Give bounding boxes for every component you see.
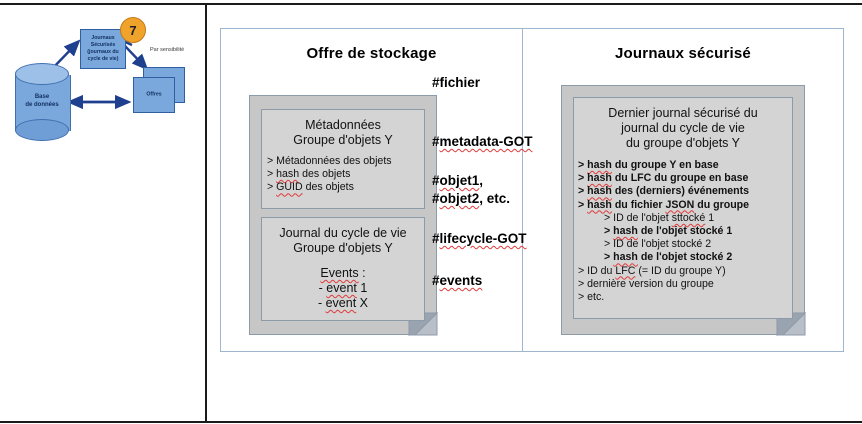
tag-metadata-got: #metadata-GOT [432,134,533,149]
event-item-0: - event 1 [318,281,368,295]
page-vertical-divider [205,3,207,422]
main-diagram-frame: Offre de stockage Journaux sécurisé Méta… [220,28,844,352]
events-label: Events : [320,266,366,280]
secure-title-line2: journal du cycle de vie [621,121,745,135]
metadata-bullet-0: > Métadonnées des objets [267,155,392,167]
step-badge-7: 7 [120,17,146,43]
secure-bullet-4: > ID de l'objet sttocké 1 [604,211,715,224]
secure-logs-label: Journaux Sécurisés (journaux du cycle de… [87,35,119,62]
metadata-title-line1: Métadonnées [305,118,381,132]
metadata-bullet-1: > hash des objets [267,168,351,181]
offers-box-front: Offres [133,77,175,113]
event-item-1: - event X [317,296,369,310]
tag-lifecycle-got: #lifecycle-GOT [432,231,527,246]
metadata-title-line2: Groupe d'objets Y [293,133,393,147]
secure-bullet-7: > hash de l'objet stocké 2 [604,251,733,264]
lifecycle-title-line1: Journal du cycle de vie [279,226,407,240]
column-divider [522,29,523,351]
thumbnail-overview-panel: Base de données Journaux Sécurisés (jour… [0,5,205,421]
metadata-bullet-2: > GUID des objets [267,181,354,194]
secure-title-line3: du groupe d'objets Y [625,136,741,150]
secure-title-line1: Dernier journal sécurisé du [608,106,758,120]
secure-bullet-10: > etc. [578,291,605,304]
badge-caption: Par sensibilité [150,47,185,53]
tag-fichier: #fichier [432,75,481,90]
secure-bullet-6: > ID de l'objet stocké 2 [604,238,712,251]
lifecycle-box: Journal du cycle de vie Groupe d'objets … [261,217,425,321]
tag-objet1: #objet1, [432,173,484,188]
page-bottom-rule [0,421,862,423]
offers-label: Offres [146,91,162,98]
cylinder-top-ellipse [15,63,69,85]
secure-bullet-2: > hash des (derniers) événements [578,185,750,198]
secure-bullet-5: > hash de l'objet stocké 1 [604,225,733,238]
page-top-rule [0,3,862,5]
secure-bullet-1: > hash du LFC du groupe en base [578,172,749,185]
secure-bullet-3: > hash du fichier JSON du groupe [578,198,750,211]
left-column-title: Offre de stockage [306,45,437,62]
secure-bullet-8: > ID du LFC (= ID du groupe Y) [578,264,726,277]
tag-objet2: #objet2, etc. [432,191,511,206]
secure-bullet-9: > dernière version du groupe [578,277,714,290]
tag-events: #events [432,273,483,288]
database-label: Base de données [25,94,59,108]
secure-bullet-0: > hash du groupe Y en base [578,159,719,171]
metadata-box: Métadonnées Groupe d'objets Y > Métadonn… [261,109,425,209]
lifecycle-title-line2: Groupe d'objets Y [293,241,393,255]
cylinder-bottom-ellipse [15,119,69,141]
secure-logs-box: Journaux Sécurisés (journaux du cycle de… [80,29,126,69]
secure-journal-box: Dernier journal sécurisé du journal du c… [573,97,793,319]
right-column-title: Journaux sécurisé [615,45,751,62]
arrow-badge-to-offers [124,45,149,71]
